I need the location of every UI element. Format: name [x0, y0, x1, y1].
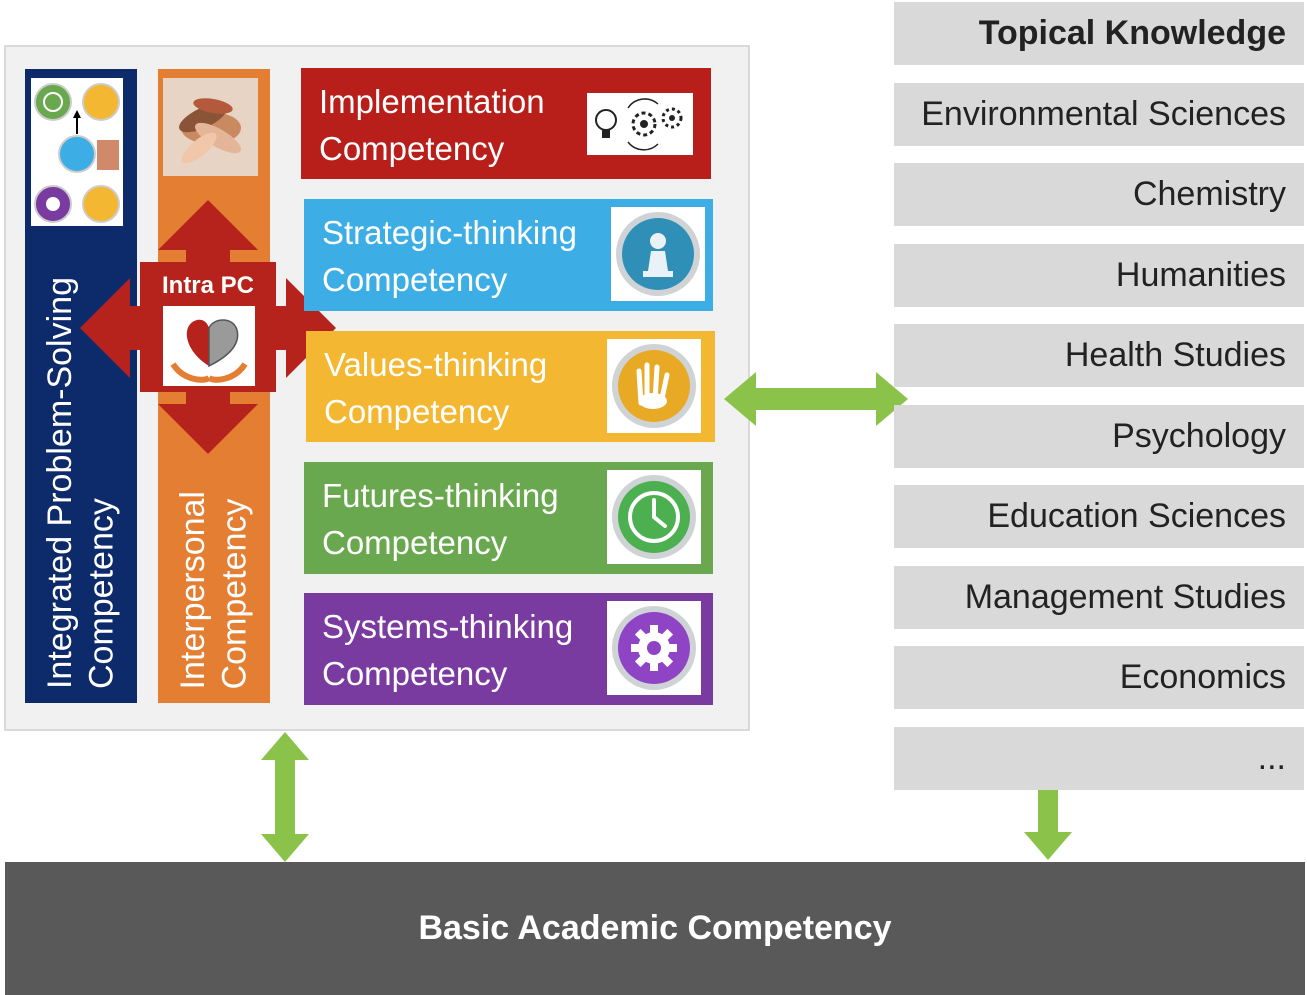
- topic-management-studies: Management Studies: [894, 566, 1304, 629]
- clock-icon: [607, 470, 701, 564]
- right-vertical-double-arrow: [1024, 730, 1072, 860]
- horizontal-double-arrow: [724, 372, 908, 426]
- topic-health-studies: Health Studies: [894, 324, 1304, 387]
- systems-thinking-competency-box: Systems-thinking Competency: [304, 593, 713, 705]
- values-line2: Competency: [324, 393, 510, 430]
- strategic-line1: Strategic-thinking: [322, 214, 577, 251]
- systems-line2: Competency: [322, 655, 508, 692]
- heart-brain-hands-icon: [163, 306, 255, 386]
- integrated-label-line1: Integrated Problem-Solving: [40, 276, 79, 689]
- values-thinking-competency-label: Values-thinking Competency: [324, 341, 547, 435]
- topic-economics: Economics: [894, 646, 1304, 709]
- interpersonal-label-line2: Competency: [215, 498, 253, 689]
- left-vertical-double-arrow: [261, 732, 309, 862]
- gear-icon: [607, 601, 701, 695]
- hands-icon: [607, 339, 701, 433]
- topic-psychology: Psychology: [894, 405, 1304, 468]
- topic-humanities: Humanities: [894, 244, 1304, 307]
- values-thinking-competency-box: Values-thinking Competency: [306, 331, 715, 442]
- implementation-line2: Competency: [319, 130, 505, 167]
- chess-pawn-icon: [611, 207, 705, 301]
- implementation-competency-box: Implementation Competency: [301, 68, 711, 179]
- interpersonal-label: Interpersonal Competency: [173, 491, 256, 703]
- futures-line1: Futures-thinking: [322, 477, 559, 514]
- systems-thinking-competency-label: Systems-thinking Competency: [322, 603, 573, 697]
- basic-academic-competency-bar: Basic Academic Competency: [5, 862, 1305, 995]
- topic-environmental-sciences: Environmental Sciences: [894, 83, 1304, 146]
- topic-chemistry: Chemistry: [894, 163, 1304, 226]
- lightbulb-gears-icon: [587, 93, 693, 155]
- strategic-thinking-competency-label: Strategic-thinking Competency: [322, 209, 577, 303]
- topical-knowledge-header: Topical Knowledge: [894, 2, 1304, 65]
- implementation-line1: Implementation: [319, 83, 545, 120]
- strategic-thinking-competency-box: Strategic-thinking Competency: [304, 199, 713, 311]
- problem-solving-cycle-icon: [31, 78, 123, 226]
- interpersonal-label-line1: Interpersonal: [173, 490, 212, 689]
- implementation-competency-label: Implementation Competency: [319, 78, 545, 172]
- intra-pc-label: Intra PC: [161, 272, 254, 299]
- stacked-hands-image: [163, 78, 258, 176]
- topic-more-ellipsis: ...: [894, 727, 1304, 790]
- values-line1: Values-thinking: [324, 346, 548, 383]
- futures-line2: Competency: [322, 524, 508, 561]
- topic-education-sciences: Education Sciences: [894, 485, 1304, 548]
- futures-thinking-competency-box: Futures-thinking Competency: [304, 462, 713, 574]
- futures-thinking-competency-label: Futures-thinking Competency: [322, 472, 559, 566]
- intra-pc-cross-arrow: [80, 200, 336, 454]
- strategic-line2: Competency: [322, 261, 508, 298]
- systems-line1: Systems-thinking: [322, 608, 574, 645]
